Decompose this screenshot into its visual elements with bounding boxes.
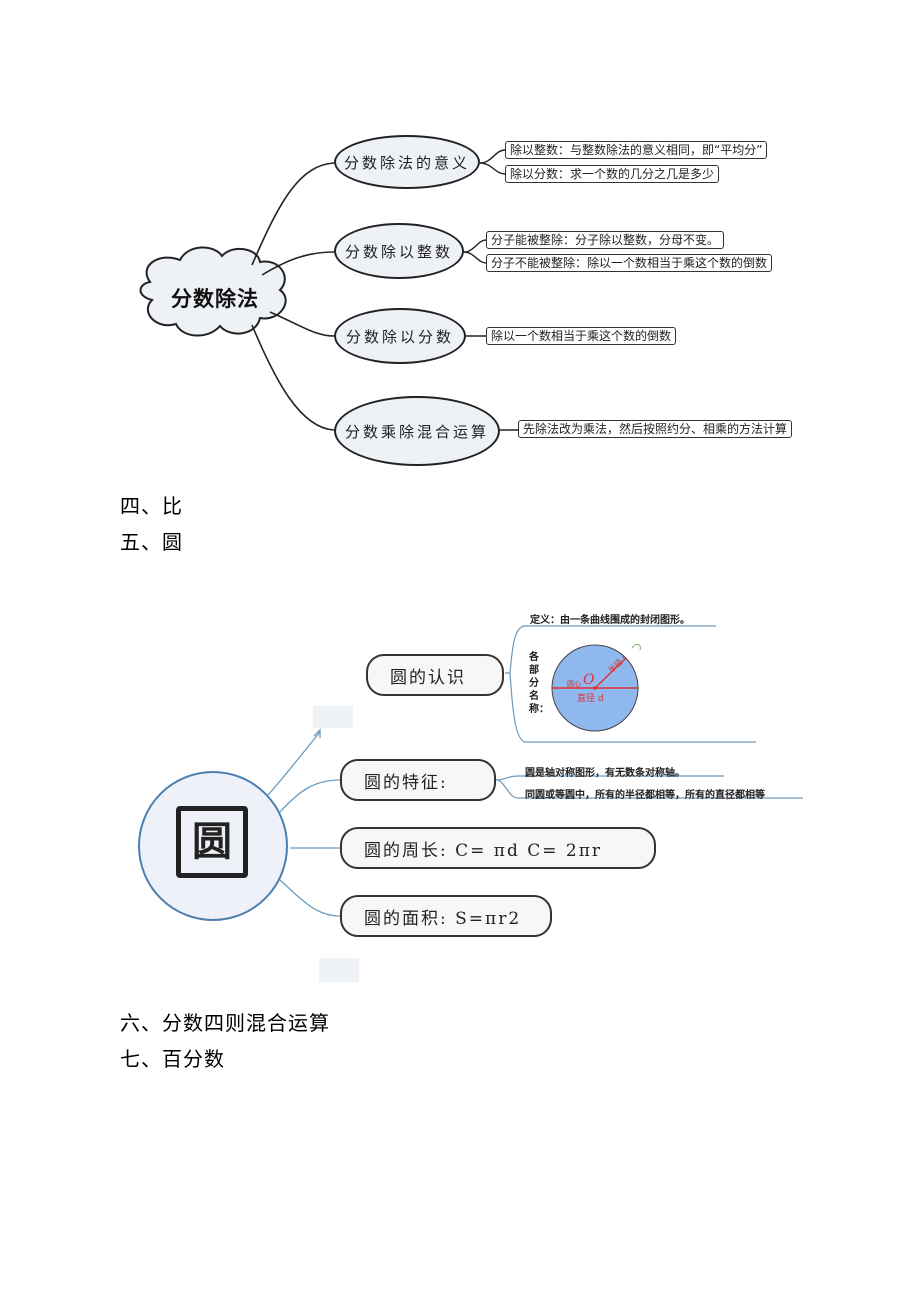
feature-note-1: 圆是轴对称图形，有无数条对称轴。 (525, 768, 685, 779)
note-div-integer-2: 分子不能被整除：除以一个数相当于乘这个数的倒数 (486, 254, 773, 272)
center-cloud-shape (139, 246, 287, 337)
circle-label-o: O (583, 672, 595, 688)
note-meaning-1: 除以整数：与整数除法的意义相同，即“平均分” (505, 141, 768, 159)
node-fraction-division-meaning: 分数除法的意义 (334, 135, 480, 189)
circle-label-center: 圆心 (567, 680, 581, 688)
map1-connectors (139, 149, 518, 431)
map2-connectors (267, 625, 803, 982)
note-mixed: 先除法改为乘法，然后按照约分、相乘的方法计算 (518, 420, 793, 438)
node-circle-features: 圆的特征: (340, 759, 496, 801)
note-meaning-2: 除以分数：求一个数的几分之几是多少 (505, 165, 720, 183)
feature-note-2: 同圆或等圆中，所有的半径都相等，所有的直径都相等 (525, 790, 765, 801)
node-fraction-div-fraction: 分数除以分数 (334, 308, 466, 364)
heading-percentage: 七、百分数 (120, 1047, 225, 1071)
map1-center-label: 分数除法 (171, 287, 259, 311)
note-div-integer-1: 分子能被整除：分子除以整数，分母不变。 (486, 231, 725, 249)
map2-center-glyph: 圆 (176, 806, 248, 878)
node-circle-recognition: 圆的认识 (366, 654, 504, 696)
heading-mixed-operations: 六、分数四则混合运算 (120, 1011, 330, 1035)
parts-label: 各部分名称： (529, 652, 549, 715)
circle-definition: 定义：由一条曲线围成的封闭图形。 (530, 615, 690, 626)
map2-center-circle (138, 771, 288, 921)
node-fraction-div-integer: 分数除以整数 (334, 223, 464, 279)
node-circle-circumference: 圆的周长: C= πd C= 2πr (340, 827, 656, 869)
heading-ratio: 四、比 (120, 494, 183, 518)
circle-label-diameter: 直径 d (577, 694, 604, 704)
node-mixed-mult-div: 分数乘除混合运算 (334, 396, 500, 466)
note-div-fraction: 除以一个数相当于乘这个数的倒数 (486, 327, 677, 345)
circle-diagram (551, 643, 641, 732)
heading-circle: 五、圆 (120, 530, 183, 554)
map2-center-glyph-text: 圆 (192, 819, 232, 865)
node-circle-area: 圆的面积: S=πr2 (340, 895, 552, 937)
